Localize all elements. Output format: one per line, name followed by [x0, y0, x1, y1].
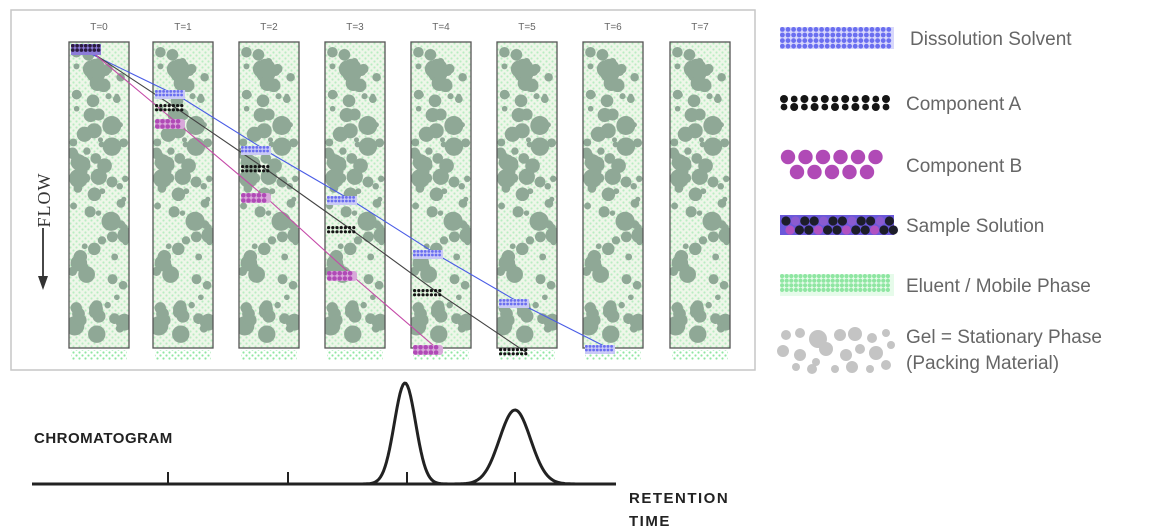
legend-swatch — [780, 95, 890, 111]
time-step-label: T=7 — [691, 22, 709, 33]
time-label: TIME — [629, 513, 671, 530]
compB-band — [327, 271, 357, 281]
migration-line — [87, 49, 528, 354]
flow-label: FLOW — [34, 173, 54, 228]
column: T=6 — [582, 22, 644, 360]
solvent-band — [241, 146, 271, 155]
chromatogram-trace — [355, 381, 589, 486]
column: T=2 — [238, 22, 300, 360]
gel-particles — [497, 46, 557, 343]
column-outline — [238, 41, 300, 349]
legend-label: Gel = Stationary Phase — [906, 327, 1102, 348]
flow-arrowhead-icon — [38, 276, 48, 290]
column-outline — [496, 41, 558, 349]
eluent-outlet — [71, 350, 127, 360]
legend-sample: Sample Solution — [780, 215, 1044, 237]
time-step-label: T=2 — [260, 22, 278, 33]
chromatogram: CHROMATOGRAM RETENTION TIME — [32, 381, 729, 530]
eluent-outlet — [155, 350, 211, 360]
solvent-band — [155, 90, 185, 99]
eluent-outlet — [585, 350, 641, 360]
column: T=0 — [68, 22, 130, 360]
legend-swatch — [780, 27, 894, 49]
gel-particles — [239, 46, 299, 343]
solvent-band — [327, 196, 357, 205]
column: T=4 — [410, 22, 472, 360]
solvent-band — [413, 250, 443, 259]
solvent-band — [499, 299, 529, 308]
column-outline — [669, 41, 731, 349]
legend-label: Component A — [906, 94, 1021, 115]
sample-bands — [71, 44, 615, 356]
legend-swatch — [780, 149, 883, 180]
legend-compA: Component A — [780, 94, 1021, 115]
column: T=5 — [496, 22, 558, 360]
chromatogram-title: CHROMATOGRAM — [34, 430, 173, 447]
time-step-label: T=5 — [518, 22, 536, 33]
eluent-outlet — [499, 350, 555, 360]
column-outline — [324, 41, 386, 349]
time-step-label: T=6 — [604, 22, 622, 33]
time-step-label: T=1 — [174, 22, 192, 33]
gel-particles — [153, 46, 213, 343]
legend-label: Sample Solution — [906, 216, 1044, 237]
column: T=7 — [669, 22, 731, 360]
eluent-outlet — [241, 350, 297, 360]
sample-band — [71, 44, 101, 55]
legend-label: Dissolution Solvent — [910, 29, 1072, 50]
flow-indicator: FLOW — [34, 173, 54, 290]
compA-band — [327, 226, 356, 234]
solvent-band — [585, 345, 615, 354]
time-step-label: T=0 — [90, 22, 108, 33]
time-step-label: T=3 — [346, 22, 364, 33]
compB-band — [241, 193, 271, 203]
legend-label: Component B — [906, 156, 1022, 177]
compB-band — [413, 345, 443, 355]
legend-compB: Component B — [780, 149, 1022, 180]
time-step-label: T=4 — [432, 22, 450, 33]
legend-label-line2: (Packing Material) — [906, 353, 1059, 374]
gel-particles — [583, 46, 643, 343]
compA-band — [499, 348, 528, 356]
eluent-outlet — [672, 350, 728, 360]
diagram-panel — [10, 9, 756, 371]
eluent-outlet — [413, 350, 469, 360]
eluent-outlet — [327, 350, 383, 360]
column: T=1 — [152, 22, 214, 360]
legend-solvent: Dissolution Solvent — [780, 27, 1072, 50]
columns: T=0 T=1 T=2 T=3 T=4 T=5 T=6 T=7 — [68, 22, 731, 360]
legend-eluent: Eluent / Mobile Phase — [780, 274, 1091, 297]
gel-particles — [411, 46, 471, 343]
legend-swatch — [780, 274, 894, 296]
column-outline — [68, 41, 130, 349]
column-outline — [152, 41, 214, 349]
legend-swatch — [777, 327, 895, 374]
compB-band — [155, 119, 185, 129]
compA-band — [241, 165, 270, 173]
gel-particles — [69, 46, 129, 343]
legend-swatch — [780, 215, 899, 235]
compA-band — [155, 104, 184, 112]
column: T=3 — [324, 22, 386, 360]
retention-label: RETENTION — [629, 490, 729, 507]
gel-particles — [670, 46, 730, 343]
legend-gel: Gel = Stationary Phase (Packing Material) — [777, 327, 1102, 374]
legend-label: Eluent / Mobile Phase — [906, 276, 1091, 297]
compA-band — [413, 289, 442, 297]
